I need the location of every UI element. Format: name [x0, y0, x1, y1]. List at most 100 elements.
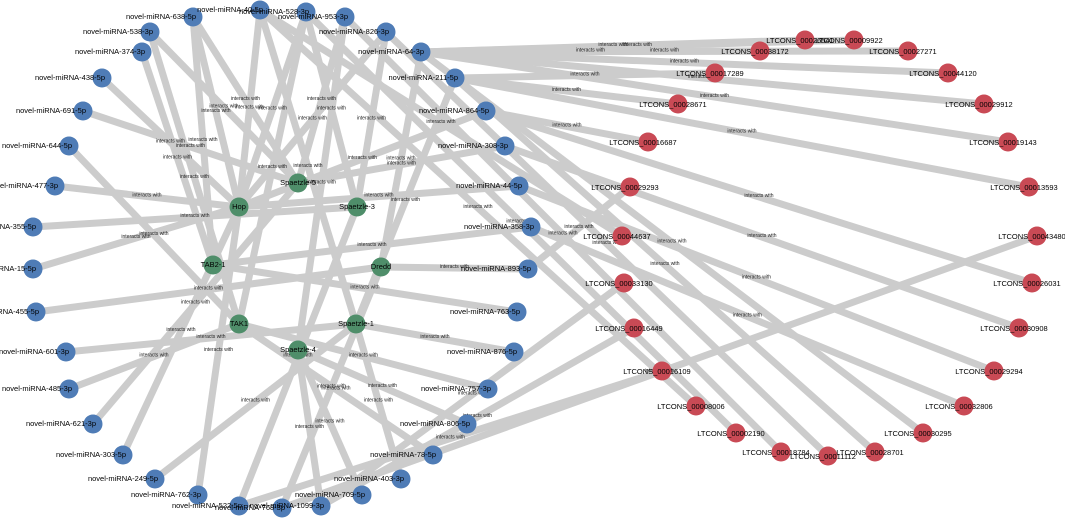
node-novel-mirna-876-5p[interactable]: novel-miRNA-876-5p	[447, 342, 524, 362]
node-novel-mirna-78-5p[interactable]: novel-miRNA-78-5p	[370, 445, 443, 465]
node-spaetzle-4[interactable]: Spaetzle-4	[280, 340, 316, 360]
node-novel-mirna-403-3p[interactable]: novel-miRNA-403-3p	[334, 469, 411, 489]
node-ltcons-00043480[interactable]: LTCONS_00043480	[998, 226, 1065, 246]
mirna-node-circle	[504, 342, 524, 362]
node-novel-mirna-44-5p[interactable]: novel-miRNA-44-5p	[456, 176, 529, 196]
node-dredd[interactable]: Dredd	[371, 257, 391, 277]
mirna-node-label: novel-miRNA-358-3p	[464, 222, 534, 231]
edge-label: interacts with	[139, 231, 168, 237]
node-novel-mirna-709-5p[interactable]: novel-miRNA-709-5p	[295, 485, 372, 505]
node-ltcons-00009922[interactable]: LTCONS_00009922	[815, 30, 883, 50]
node-novel-mirna-211-5p[interactable]: novel-miRNA-211-5p	[389, 68, 465, 88]
node-novel-mirna-893-5p[interactable]: novel-miRNA-893-5p	[461, 259, 538, 279]
node-spaetzle-3[interactable]: Spaetzle-3	[339, 197, 375, 217]
node-novel-mirna-528-3p[interactable]: novel-miRNA-528-3p	[239, 2, 316, 22]
node-novel-mirna-355-5p[interactable]: novel-miRNA-355-5p	[0, 217, 43, 237]
node-ltcons-00017289[interactable]: LTCONS_00017289	[676, 63, 744, 83]
node-tak1[interactable]: TAK1	[229, 314, 249, 334]
node-spaetzle-5[interactable]: Spaetzle-5	[280, 173, 316, 193]
node-spaetzle-1[interactable]: Spaetzle-1	[338, 314, 374, 334]
node-novel-mirna-763-5p[interactable]: novel-miRNA-763-5p	[450, 302, 527, 322]
target-node-circle	[288, 340, 308, 360]
node-ltcons-00030908[interactable]: LTCONS_00030908	[980, 318, 1048, 338]
node-novel-mirna-438-5p[interactable]: novel-miRNA-438-5p	[35, 68, 112, 88]
node-novel-mirna-644-5p[interactable]: novel-miRNA-644-5p	[2, 136, 79, 156]
node-tab2-1[interactable]: TAB2-1	[201, 255, 226, 275]
lncrna-node-label: LTCONS_00026031	[993, 279, 1060, 288]
mirna-node-circle	[250, 0, 270, 20]
node-novel-mirna-762-3p[interactable]: novel-miRNA-762-3p	[131, 485, 208, 505]
node-novel-mirna-455-5p[interactable]: novel-miRNA-455-5p	[0, 302, 46, 322]
node-novel-mirna-477-3p[interactable]: novel-miRNA-477-3p	[0, 176, 65, 196]
edge-label: interacts with	[295, 424, 324, 430]
edge-label: interacts with	[201, 108, 230, 114]
node-ltcons-00038172[interactable]: LTCONS_00038172	[721, 41, 789, 61]
node-novel-mirna-485-3p[interactable]: novel-miRNA-485-3p	[2, 379, 79, 399]
node-ltcons-00030295[interactable]: LTCONS_00030295	[884, 423, 952, 443]
node-novel-mirna-374-3p[interactable]: novel-miRNA-374-3p	[75, 42, 152, 62]
node-novel-mirna-621-3p[interactable]: novel-miRNA-621-3p	[26, 414, 103, 434]
edge-label: interacts with	[426, 119, 455, 125]
node-novel-mirna-522-5p[interactable]: novel-miRNA-522-5p	[172, 496, 249, 516]
mirna-node-circle	[83, 414, 103, 434]
node-novel-mirna-953-3p[interactable]: novel-miRNA-953-3p	[278, 7, 355, 27]
node-novel-mirna-1099-3p[interactable]: novel-miRNA-1099-3p	[250, 496, 331, 516]
edge-novel-mirna-40-5p-to-ltcons-00008006	[257, 7, 699, 409]
edge-label: interacts with	[592, 240, 621, 246]
node-novel-mirna-15-5p[interactable]: novel-miRNA-15-5p	[0, 259, 43, 279]
node-ltcons-00029294[interactable]: LTCONS_00029294	[955, 361, 1023, 381]
edge-label: interacts with	[570, 72, 599, 78]
node-novel-mirna-303-5p[interactable]: novel-miRNA-303-5p	[56, 445, 133, 465]
edge-label: interacts with	[194, 286, 223, 292]
node-ltcons-00002190[interactable]: LTCONS_00002190	[697, 423, 765, 443]
node-ltcons-00026541[interactable]: LTCONS_00026541	[766, 30, 834, 50]
edge-novel-mirna-826-3p-to-ltcons-00011112	[383, 29, 831, 459]
node-ltcons-00033130[interactable]: LTCONS_00033130	[585, 273, 653, 293]
mirna-node-label: novel-miRNA-621-3p	[26, 419, 96, 428]
node-ltcons-00027271[interactable]: LTCONS_00027271	[869, 41, 937, 61]
mirna-node-label: novel-miRNA-477-3p	[0, 181, 58, 190]
node-ltcons-00029293[interactable]: LTCONS_00029293	[591, 177, 659, 197]
mirna-node-circle	[92, 68, 112, 88]
node-novel-mirna-806-5p[interactable]: novel-miRNA-806-5p	[400, 414, 477, 434]
mirna-node-label: novel-miRNA-768-3p	[215, 503, 285, 512]
node-ltcons-00044637[interactable]: LTCONS_00044637	[583, 226, 651, 246]
node-ltcons-00019143[interactable]: LTCONS_00019143	[969, 132, 1037, 152]
node-ltcons-00028701[interactable]: LTCONS_00028701	[836, 442, 904, 462]
lncrna-node-label: LTCONS_00028671	[639, 100, 706, 109]
lncrna-node-circle	[913, 423, 933, 443]
node-ltcons-00018784[interactable]: LTCONS_00018784	[742, 442, 810, 462]
node-novel-mirna-64-3p[interactable]: novel-miRNA-64-3p	[358, 42, 431, 62]
mirna-node-circle	[45, 176, 65, 196]
mirna-node-circle	[140, 22, 160, 42]
edge-novel-mirna-211-5p-to-ltcons-00028701	[452, 75, 878, 455]
node-novel-mirna-538-3p[interactable]: novel-miRNA-538-3p	[83, 22, 160, 42]
node-ltcons-00011112[interactable]: LTCONS_00011112	[790, 446, 856, 466]
node-novel-mirna-249-5p[interactable]: novel-miRNA-249-5p	[88, 469, 165, 489]
node-ltcons-00016449[interactable]: LTCONS_00016449	[595, 318, 663, 338]
node-novel-mirna-358-3p[interactable]: novel-miRNA-358-3p	[464, 217, 541, 237]
edge-novel-mirna-64-3p-to-ltcons-00029912	[420, 48, 985, 108]
node-ltcons-00032806[interactable]: LTCONS_00032806	[925, 396, 993, 416]
node-novel-mirna-864-5p[interactable]: novel-miRNA-864-5p	[419, 101, 496, 121]
node-novel-mirna-40-5p[interactable]: novel-miRNA-40-5p	[197, 0, 270, 20]
node-novel-mirna-638-5p[interactable]: novel-miRNA-638-5p	[126, 7, 203, 27]
node-novel-mirna-691-5p[interactable]: novel-miRNA-691-5p	[16, 101, 93, 121]
node-ltcons-00008006[interactable]: LTCONS_00008006	[657, 396, 725, 416]
mirna-node-label: novel-miRNA-876-5p	[447, 347, 517, 356]
edge-novel-mirna-358-3p-to-ltcons-00032806	[529, 223, 966, 410]
node-novel-mirna-757-3p[interactable]: novel-miRNA-757-3p	[421, 379, 498, 399]
node-novel-mirna-308-3p[interactable]: novel-miRNA-308-3p	[438, 136, 515, 156]
node-ltcons-00029912[interactable]: LTCONS_00029912	[945, 94, 1013, 114]
node-ltcons-00013593[interactable]: LTCONS_00013593	[990, 177, 1058, 197]
node-novel-mirna-601-3p[interactable]: novel-miRNA-601-3p	[0, 342, 76, 362]
node-ltcons-00016687[interactable]: LTCONS_00016687	[609, 132, 677, 152]
node-ltcons-00026031[interactable]: LTCONS_00026031	[993, 273, 1061, 293]
node-ltcons-00028671[interactable]: LTCONS_00028671	[639, 94, 707, 114]
node-novel-mirna-826-3p[interactable]: novel-miRNA-826-3p	[319, 22, 396, 42]
lncrna-node-circle	[1022, 273, 1042, 293]
node-novel-mirna-768-3p[interactable]: novel-miRNA-768-3p	[215, 498, 292, 518]
node-hop[interactable]: Hop	[229, 197, 249, 217]
node-ltcons-00044120[interactable]: LTCONS_00044120	[909, 63, 977, 83]
node-ltcons-00016109[interactable]: LTCONS_00016109	[623, 361, 691, 381]
